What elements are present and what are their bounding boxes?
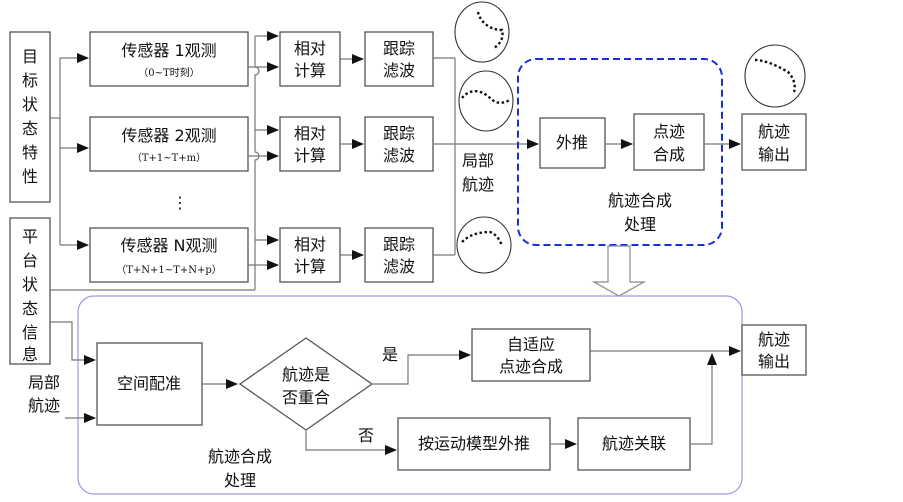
decision-diamond: 航迹是 否重合 bbox=[238, 337, 374, 431]
platform-state-char: 台 bbox=[22, 251, 38, 270]
target-state-char: 状 bbox=[22, 95, 38, 114]
relative-calc-n-box: 相对 计算 bbox=[279, 227, 341, 283]
adaptive-label: 自适应 bbox=[507, 335, 555, 354]
bottom-output-label: 输出 bbox=[758, 352, 790, 371]
synthesis-title: 处理 bbox=[624, 215, 656, 234]
target-state-char: 目 bbox=[22, 47, 38, 66]
target-state-char: 态 bbox=[22, 119, 38, 138]
sensor-2-time: （T+1~T+m） bbox=[132, 152, 206, 164]
tracking-filter-1-box: 跟踪 滤波 bbox=[364, 31, 434, 87]
synthesis-dashed-box bbox=[517, 58, 723, 246]
association-label: 航迹关联 bbox=[602, 434, 666, 453]
arrow-association-up bbox=[690, 353, 717, 445]
platform-state-char: 息 bbox=[22, 345, 38, 364]
relative-calc-2-box: 相对 计算 bbox=[279, 116, 341, 172]
relative-calc-text: 计算 bbox=[294, 146, 326, 165]
spatial-registration-label: 空间配准 bbox=[117, 374, 181, 393]
association-box: 航迹关联 bbox=[577, 417, 691, 471]
track-icon-2 bbox=[458, 70, 514, 132]
spatial-registration-box: 空间配准 bbox=[96, 342, 203, 426]
relative-calc-text: 计算 bbox=[294, 61, 326, 80]
platform-state-char: 平 bbox=[22, 227, 38, 246]
bottom-output-label: 航迹 bbox=[758, 330, 790, 349]
sensor-2-box: 传感器 2观测 （T+1~T+m） bbox=[89, 116, 249, 172]
target-state-bus bbox=[50, 53, 89, 250]
target-state-char: 性 bbox=[22, 167, 38, 186]
track-icon-3 bbox=[456, 216, 512, 274]
bottom-synthesis-title: 航迹合成 bbox=[208, 447, 272, 466]
decision-label: 航迹是 bbox=[282, 365, 330, 384]
sensor-n-time: （T+N+1~T+N+p） bbox=[116, 264, 222, 276]
relative-calc-text: 计算 bbox=[294, 257, 326, 276]
bottom-local-track-label: 局部 bbox=[28, 373, 60, 392]
arrow-no bbox=[305, 430, 397, 455]
tracking-filter-text: 跟踪 bbox=[383, 124, 415, 143]
platform-state-char: 信 bbox=[22, 323, 38, 342]
track-icon-4 bbox=[744, 44, 806, 108]
platform-state-bus bbox=[50, 31, 279, 291]
tracking-filter-text: 滤波 bbox=[383, 61, 415, 80]
synthesis-title: 航迹合成 bbox=[608, 191, 672, 210]
motion-extrap-box: 按运动模型外推 bbox=[397, 417, 551, 471]
extrapolate-box: 外推 bbox=[539, 117, 606, 169]
relative-calc-text: 相对 bbox=[294, 124, 326, 143]
track-output-label: 航迹 bbox=[758, 122, 790, 141]
target-state-box: 目 标 状 态 特 性 bbox=[9, 31, 51, 203]
local-track-bus bbox=[433, 57, 539, 256]
tracking-filter-text: 滤波 bbox=[383, 257, 415, 276]
yes-label: 是 bbox=[382, 345, 398, 364]
point-synthesis-box: 点迹 合成 bbox=[633, 113, 705, 171]
track-output-box-bottom: 航迹 输出 bbox=[741, 324, 807, 376]
point-synthesis-label: 点迹 bbox=[653, 122, 685, 141]
sensor-n-box: 传感器 N观测 （T+N+1~T+N+p） bbox=[89, 227, 249, 283]
track-output-label: 输出 bbox=[758, 145, 790, 164]
bottom-inputs bbox=[50, 321, 96, 423]
bottom-local-track-label: 航迹 bbox=[28, 396, 60, 415]
target-state-char: 标 bbox=[22, 71, 38, 90]
adaptive-synthesis-box: 自适应 点迹合成 bbox=[471, 328, 591, 382]
arrow-yes bbox=[372, 350, 471, 385]
sensor-1-box: 传感器 1观测 （0~T时刻） bbox=[89, 31, 249, 87]
decision-label: 否重合 bbox=[282, 388, 330, 407]
sensor-n-label: 传感器 N观测 bbox=[120, 236, 217, 255]
relative-calc-1-box: 相对 计算 bbox=[279, 31, 341, 87]
relative-calc-text: 相对 bbox=[294, 235, 326, 254]
sensor-2-label: 传感器 2观测 bbox=[121, 126, 216, 145]
track-output-box-top: 航迹 输出 bbox=[741, 113, 807, 171]
local-track-label: 局部 bbox=[462, 151, 494, 170]
sensor-1-time: （0~T时刻） bbox=[138, 66, 199, 79]
target-state-char: 特 bbox=[22, 143, 38, 162]
adaptive-label: 点迹合成 bbox=[499, 357, 563, 376]
extrapolate-label: 外推 bbox=[556, 133, 588, 152]
no-label: 否 bbox=[358, 426, 374, 445]
sensor-1-label: 传感器 1观测 bbox=[121, 41, 216, 60]
platform-state-char: 态 bbox=[22, 299, 38, 318]
ellipsis: ⋮ bbox=[172, 193, 188, 212]
bottom-synthesis-title: 处理 bbox=[224, 471, 256, 490]
motion-extrap-label: 按运动模型外推 bbox=[418, 434, 530, 453]
tracking-filter-text: 跟踪 bbox=[383, 39, 415, 58]
platform-state-box: 平 台 状 态 信 息 bbox=[9, 217, 51, 365]
tracking-filter-2-box: 跟踪 滤波 bbox=[364, 116, 434, 172]
bottom-process-box bbox=[77, 295, 743, 495]
point-synthesis-label: 合成 bbox=[653, 145, 685, 164]
tracking-filter-text: 跟踪 bbox=[383, 235, 415, 254]
local-track-label: 航迹 bbox=[462, 175, 494, 194]
relative-calc-text: 相对 bbox=[294, 39, 326, 58]
platform-state-char: 状 bbox=[22, 275, 38, 294]
hollow-down-arrow bbox=[591, 245, 647, 297]
tracking-filter-n-box: 跟踪 滤波 bbox=[364, 227, 434, 283]
tracking-filter-text: 滤波 bbox=[383, 146, 415, 165]
track-icon-1 bbox=[454, 1, 510, 63]
